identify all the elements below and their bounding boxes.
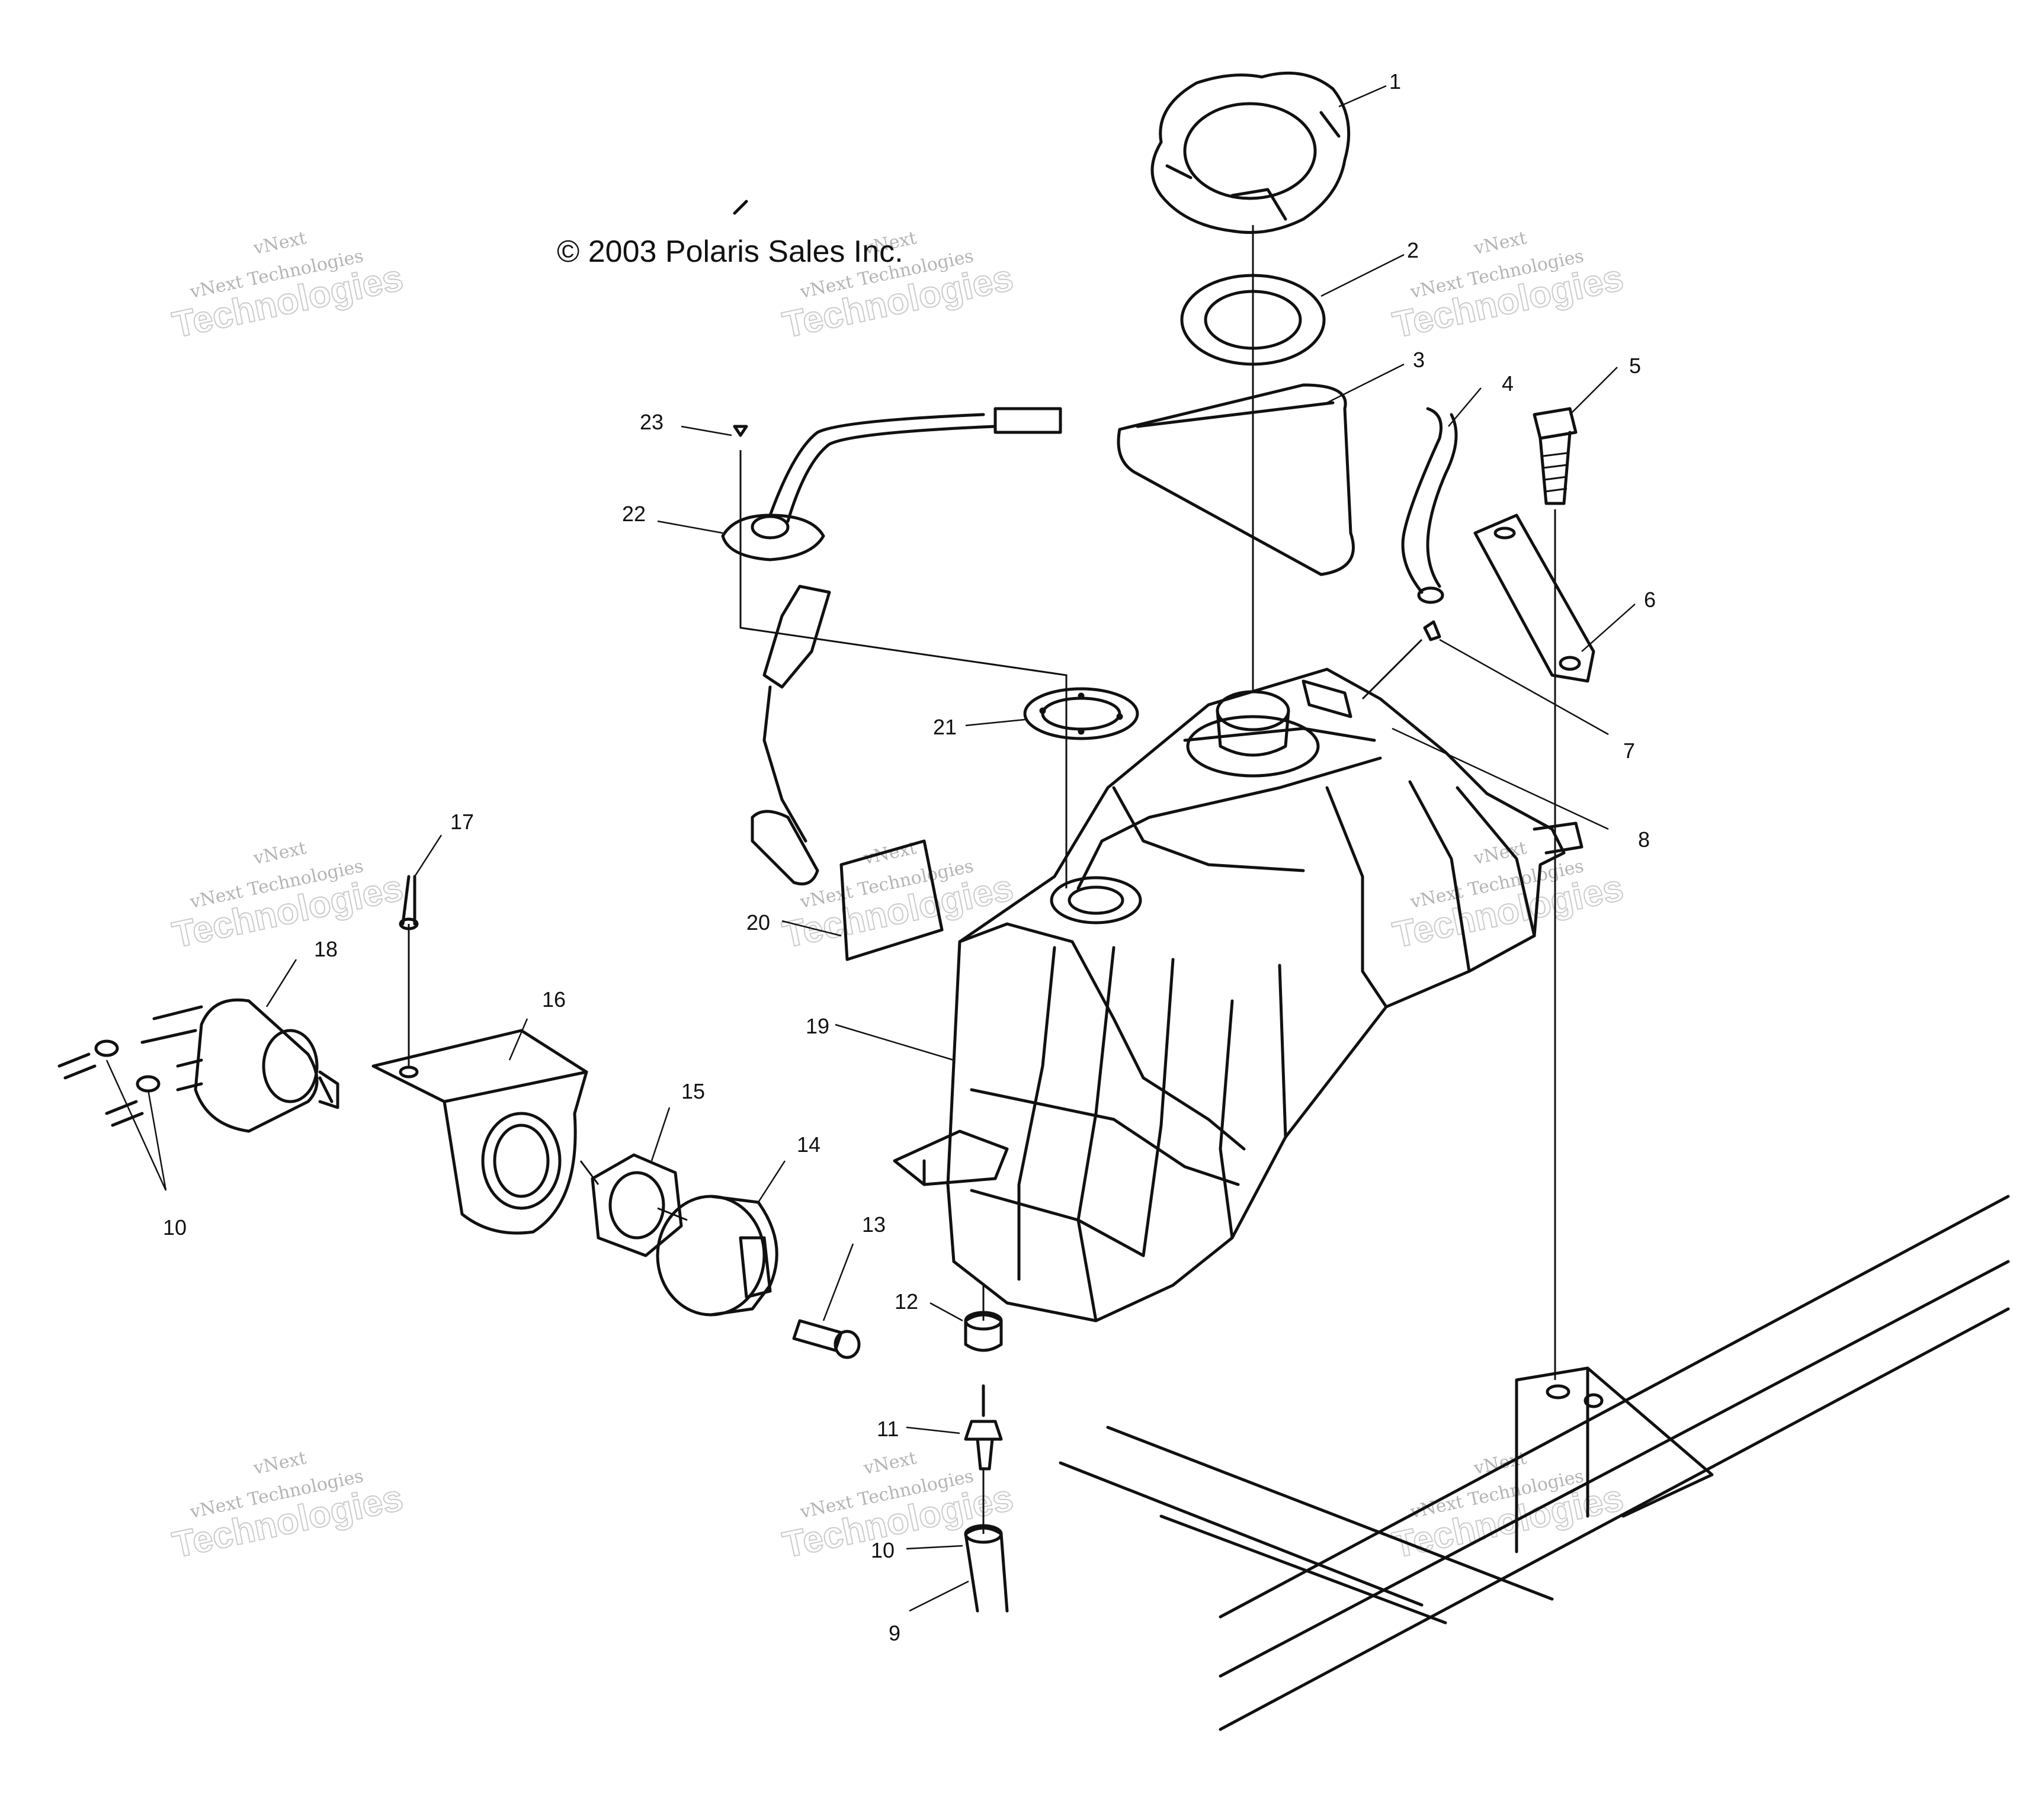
callout-16: 16 [542, 987, 566, 1012]
watermark: vNext vNext Technologies Technologies [778, 227, 1017, 346]
fuel-level-sender [721, 200, 1062, 885]
svg-text:vNext: vNext [1472, 837, 1528, 869]
callout-13: 13 [862, 1212, 886, 1237]
callout-22: 22 [622, 502, 646, 526]
callout-19: 19 [806, 1014, 829, 1038]
filter-bracket [371, 1029, 588, 1235]
mounting-bolt [1533, 407, 1578, 505]
callout-7: 7 [1623, 739, 1635, 763]
fuel-outlet-assembly [964, 1311, 1009, 1613]
callout-23: 23 [640, 410, 663, 434]
callout-labels: 1 2 3 4 5 6 7 8 9 10 11 12 13 14 15 16 1… [163, 69, 1656, 1645]
callout-15: 15 [681, 1079, 705, 1103]
callout-10-clamps: 10 [163, 1215, 187, 1240]
svg-text:vNext: vNext [251, 227, 308, 259]
fuel-cap [1150, 71, 1351, 234]
callout-11: 11 [877, 1417, 899, 1441]
copyright-notice: © 2003 Polaris Sales Inc. [557, 235, 903, 269]
watermark: vNext vNext Technologies Technologies [1389, 227, 1627, 346]
hose-clamps [57, 1039, 161, 1127]
svg-text:vNext: vNext [861, 1447, 918, 1479]
callout-17: 17 [450, 810, 474, 834]
vehicle-frame [1059, 1195, 2010, 1731]
watermark: vNext vNext Technologies Technologies [168, 1447, 407, 1567]
callout-18: 18 [314, 937, 338, 961]
callout-6: 6 [1644, 588, 1656, 612]
filter-clamp [656, 1195, 778, 1317]
assembly-lines [408, 225, 1556, 1534]
vent-hose [1401, 407, 1458, 604]
callout-9: 9 [889, 1621, 900, 1645]
callout-5: 5 [1629, 354, 1641, 378]
fuel-tank [893, 667, 1584, 1323]
svg-text:vNext: vNext [251, 1447, 308, 1479]
fuel-filter [140, 998, 339, 1133]
svg-text:vNext: vNext [1472, 227, 1528, 259]
callout-4: 4 [1502, 371, 1514, 396]
mounting-screw [792, 1319, 861, 1359]
watermark-group: vNext vNext Technologies Technologies vN… [168, 227, 1627, 1567]
watermark: vNext vNext Technologies Technologies [168, 227, 407, 346]
sender-gasket [1023, 687, 1139, 740]
svg-text:vNext: vNext [1472, 1447, 1528, 1479]
callout-21: 21 [933, 715, 957, 739]
watermark: vNext vNext Technologies Technologies [168, 837, 407, 956]
callout-1: 1 [1389, 69, 1401, 94]
hex-nut [591, 1153, 683, 1257]
callout-3: 3 [1413, 348, 1425, 372]
tank-pad [1117, 383, 1355, 576]
leader-lines [105, 85, 1636, 1612]
decal [839, 839, 944, 961]
callout-12: 12 [895, 1289, 918, 1314]
callout-14: 14 [797, 1132, 820, 1157]
callout-10-outlet: 10 [871, 1538, 895, 1562]
callout-2: 2 [1407, 238, 1419, 262]
watermark: vNext vNext Technologies Technologies [1389, 837, 1627, 956]
clip [1423, 620, 1441, 641]
tank-bracket [1473, 513, 1595, 683]
callout-8: 8 [1638, 827, 1650, 852]
callout-20: 20 [746, 910, 770, 935]
svg-text:vNext: vNext [861, 837, 918, 869]
svg-text:vNext: vNext [251, 837, 308, 869]
